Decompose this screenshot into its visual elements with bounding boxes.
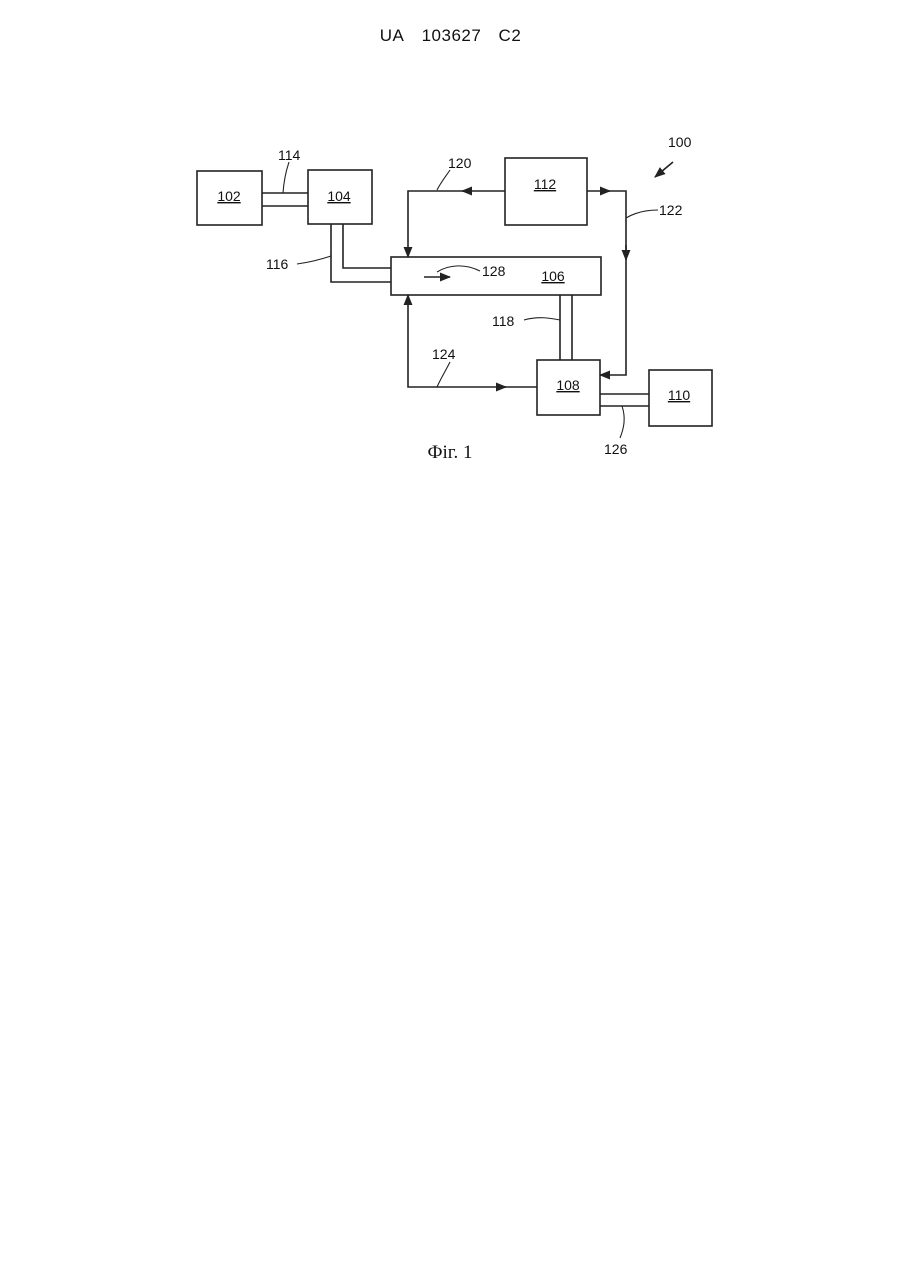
ref-120: 120 <box>448 155 472 171</box>
ref-128: 128 <box>482 263 506 279</box>
block-110: 110 <box>649 370 712 426</box>
figure-caption: Фіг. 1 <box>428 442 473 463</box>
block-104: 104 <box>308 170 372 224</box>
system-100: 100 <box>655 134 692 177</box>
block-104-label: 104 <box>327 188 351 204</box>
ref-126: 126 <box>604 441 628 457</box>
conduit-118: 118 <box>492 295 572 360</box>
block-112: 112 <box>505 158 587 225</box>
ref-118: 118 <box>492 313 515 329</box>
ref-124: 124 <box>432 346 456 362</box>
block-112-label: 112 <box>534 176 557 192</box>
conduit-116: 116 <box>266 224 391 282</box>
block-108-label: 108 <box>556 377 580 393</box>
block-102: 102 <box>197 171 262 225</box>
ref-100: 100 <box>668 134 692 150</box>
block-110-label: 110 <box>668 387 691 403</box>
flow-124: 124 <box>408 295 537 387</box>
conduit-126: 126 <box>600 394 649 457</box>
ref-114: 114 <box>278 147 301 163</box>
ref-116: 116 <box>266 256 289 272</box>
block-108: 108 <box>537 360 600 415</box>
flow-120: 120 <box>408 155 505 257</box>
block-102-label: 102 <box>217 188 241 204</box>
ref-122: 122 <box>659 202 683 218</box>
conduit-114: 114 <box>262 147 308 206</box>
block-106-label: 106 <box>541 268 565 284</box>
